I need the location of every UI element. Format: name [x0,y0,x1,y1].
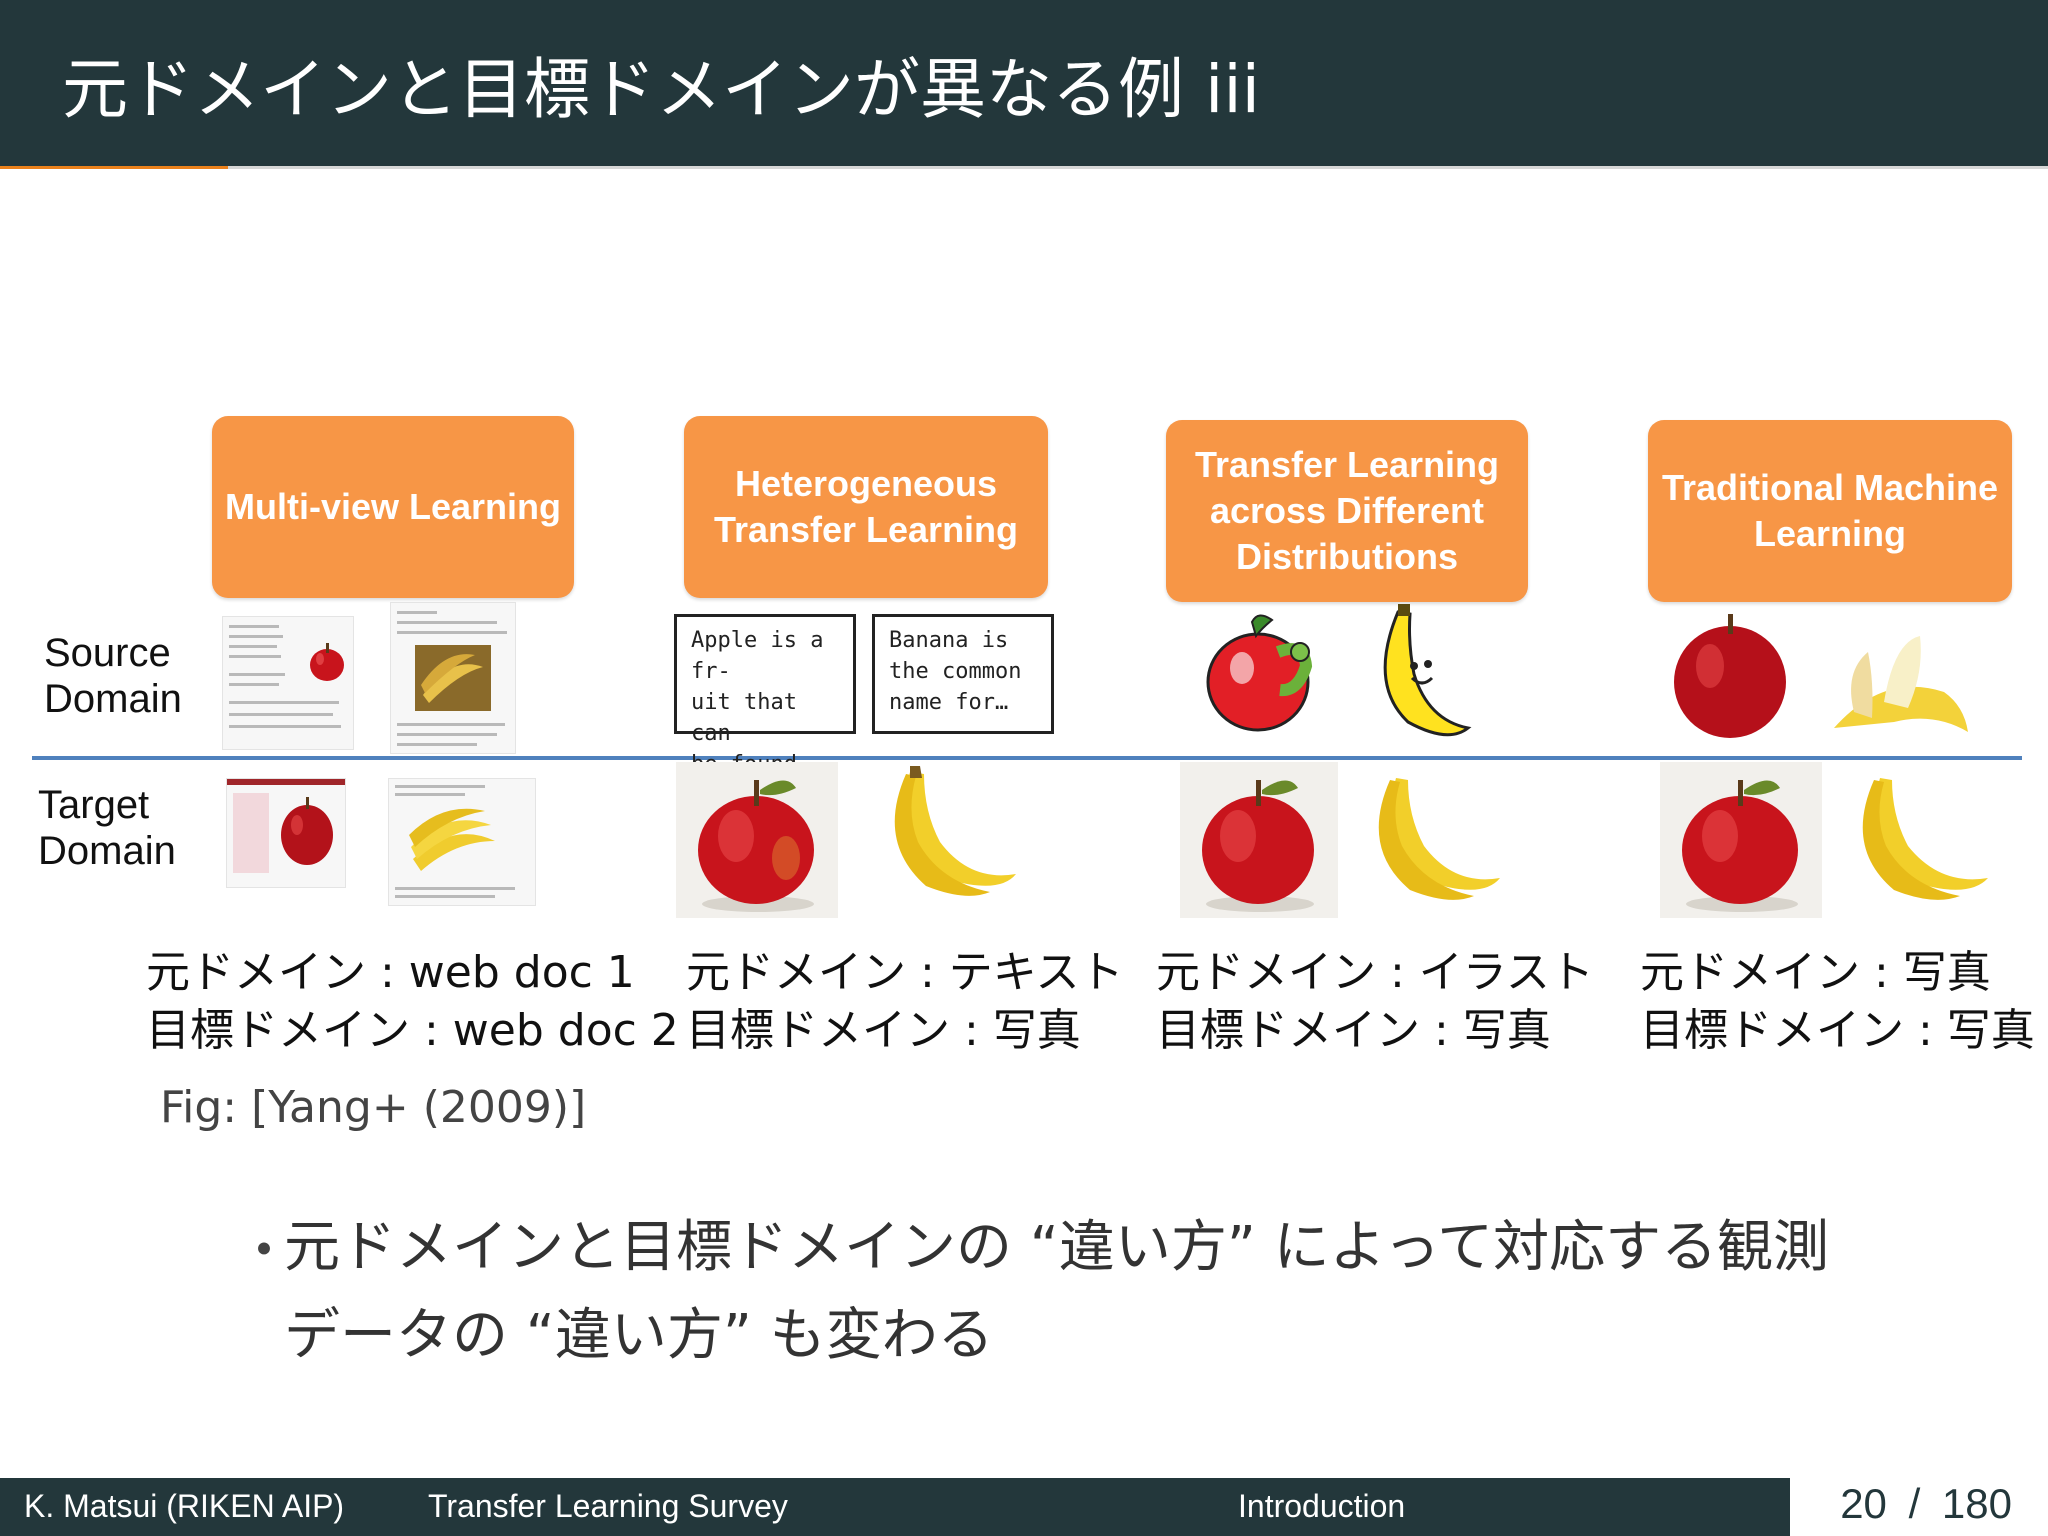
caption-multi-view: 元ドメイン : web doc 1 目標ドメイン : web doc 2 [146,947,679,1056]
banana-thumbnail-icon [415,645,491,711]
target-photo-apple [676,762,838,918]
footer-bar: K. Matsui (RIKEN AIP) Transfer Learning … [0,1478,1790,1536]
bananas-photo-icon [894,766,1016,896]
apple-photo-icon [1674,614,1786,738]
page-current: 20 [1840,1480,1887,1527]
apple-thumbnail-icon [281,797,333,865]
source-web-doc-apple [222,616,354,750]
target-photo-apple [1180,762,1338,918]
domain-divider [32,756,2022,760]
category-multi-view: Multi-view Learning [212,416,574,598]
apple-photo-icon [1202,780,1314,912]
target-photo-banana [1840,768,1990,912]
title-bar: 元ドメインと目標ドメインが異なる例 iii [0,0,2048,166]
bananas-photo-icon [1378,778,1500,900]
cartoon-banana-icon [1383,604,1472,737]
bullet-marker: ・ [236,1219,292,1284]
category-different-distributions: Transfer Learning across Different Distr… [1166,420,1528,602]
apple-photo-icon [1682,780,1798,912]
title-accent-line [0,166,228,169]
bananas-photo-icon [1862,778,1988,900]
footer: K. Matsui (RIKEN AIP) Transfer Learning … [0,1478,2048,1536]
peeled-banana-icon [1834,636,1968,732]
source-photo-peeled-banana [1824,632,1974,742]
target-photo-banana [870,762,1020,910]
bananas-thumbnail-icon [409,808,495,871]
page-separator: / [1908,1480,1921,1527]
source-web-doc-banana [390,602,516,754]
caption-different-distributions: 元ドメイン : イラスト 目標ドメイン : 写真 [1156,947,1594,1056]
transfer-figure: Multi-view Learning Heterogeneous Transf… [0,380,2048,940]
slide-title: 元ドメインと目標ドメインが異なる例 iii [62,51,1260,128]
source-text-banana: Banana is the common name for… [872,614,1054,734]
footer-section: Introduction [1238,1488,1406,1524]
caption-traditional-ml: 元ドメイン : 写真 目標ドメイン : 写真 [1640,947,2035,1056]
page-total: 180 [1941,1480,2012,1527]
apple-thumbnail-icon [310,643,344,681]
figure-citation: Fig: [Yang+ (2009)] [160,1082,587,1133]
category-heterogeneous: Heterogeneous Transfer Learning [684,416,1048,598]
bullet-text: 元ドメインと目標ドメインの “違い方” によって対応する観測データの “違い方”… [284,1215,1830,1368]
caption-heterogeneous: 元ドメイン : テキスト 目標ドメイン : 写真 [686,947,1124,1056]
apple-photo-icon [698,780,814,912]
source-domain-label: Source Domain [44,631,182,721]
footer-author: K. Matsui (RIKEN AIP) [24,1488,345,1524]
target-web-doc-banana [388,778,536,906]
source-text-apple: Apple is a fr- uit that can be found … [674,614,856,777]
cartoon-apple-icon [1206,614,1313,732]
target-photo-banana [1356,768,1502,912]
footer-talk-title: Transfer Learning Survey [428,1488,788,1524]
source-illustration-banana [1368,604,1474,744]
category-traditional-ml: Traditional Machine Learning [1648,420,2012,602]
source-illustration-apple [1202,612,1318,736]
source-photo-apple [1670,612,1792,740]
target-web-doc-apple [226,778,346,888]
target-domain-label: Target Domain [38,783,176,873]
target-photo-apple [1660,762,1822,918]
title-divider [228,166,2048,169]
page-number: 20 / 180 [1840,1480,2012,1528]
